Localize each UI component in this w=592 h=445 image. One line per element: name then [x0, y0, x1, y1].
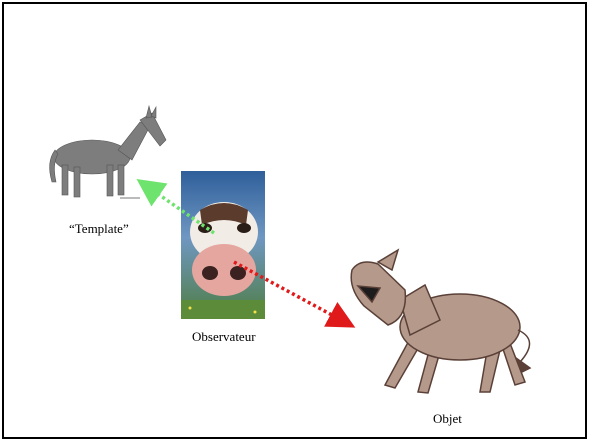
- object-donkey-icon: [351, 250, 530, 393]
- object-label: Objet: [433, 411, 462, 427]
- horse-shadow: [120, 197, 140, 199]
- observer-cow-photo-icon: [181, 171, 265, 319]
- template-label: “Template”: [69, 221, 129, 237]
- observer-label: Observateur: [192, 329, 256, 345]
- template-horse-icon: [50, 106, 166, 197]
